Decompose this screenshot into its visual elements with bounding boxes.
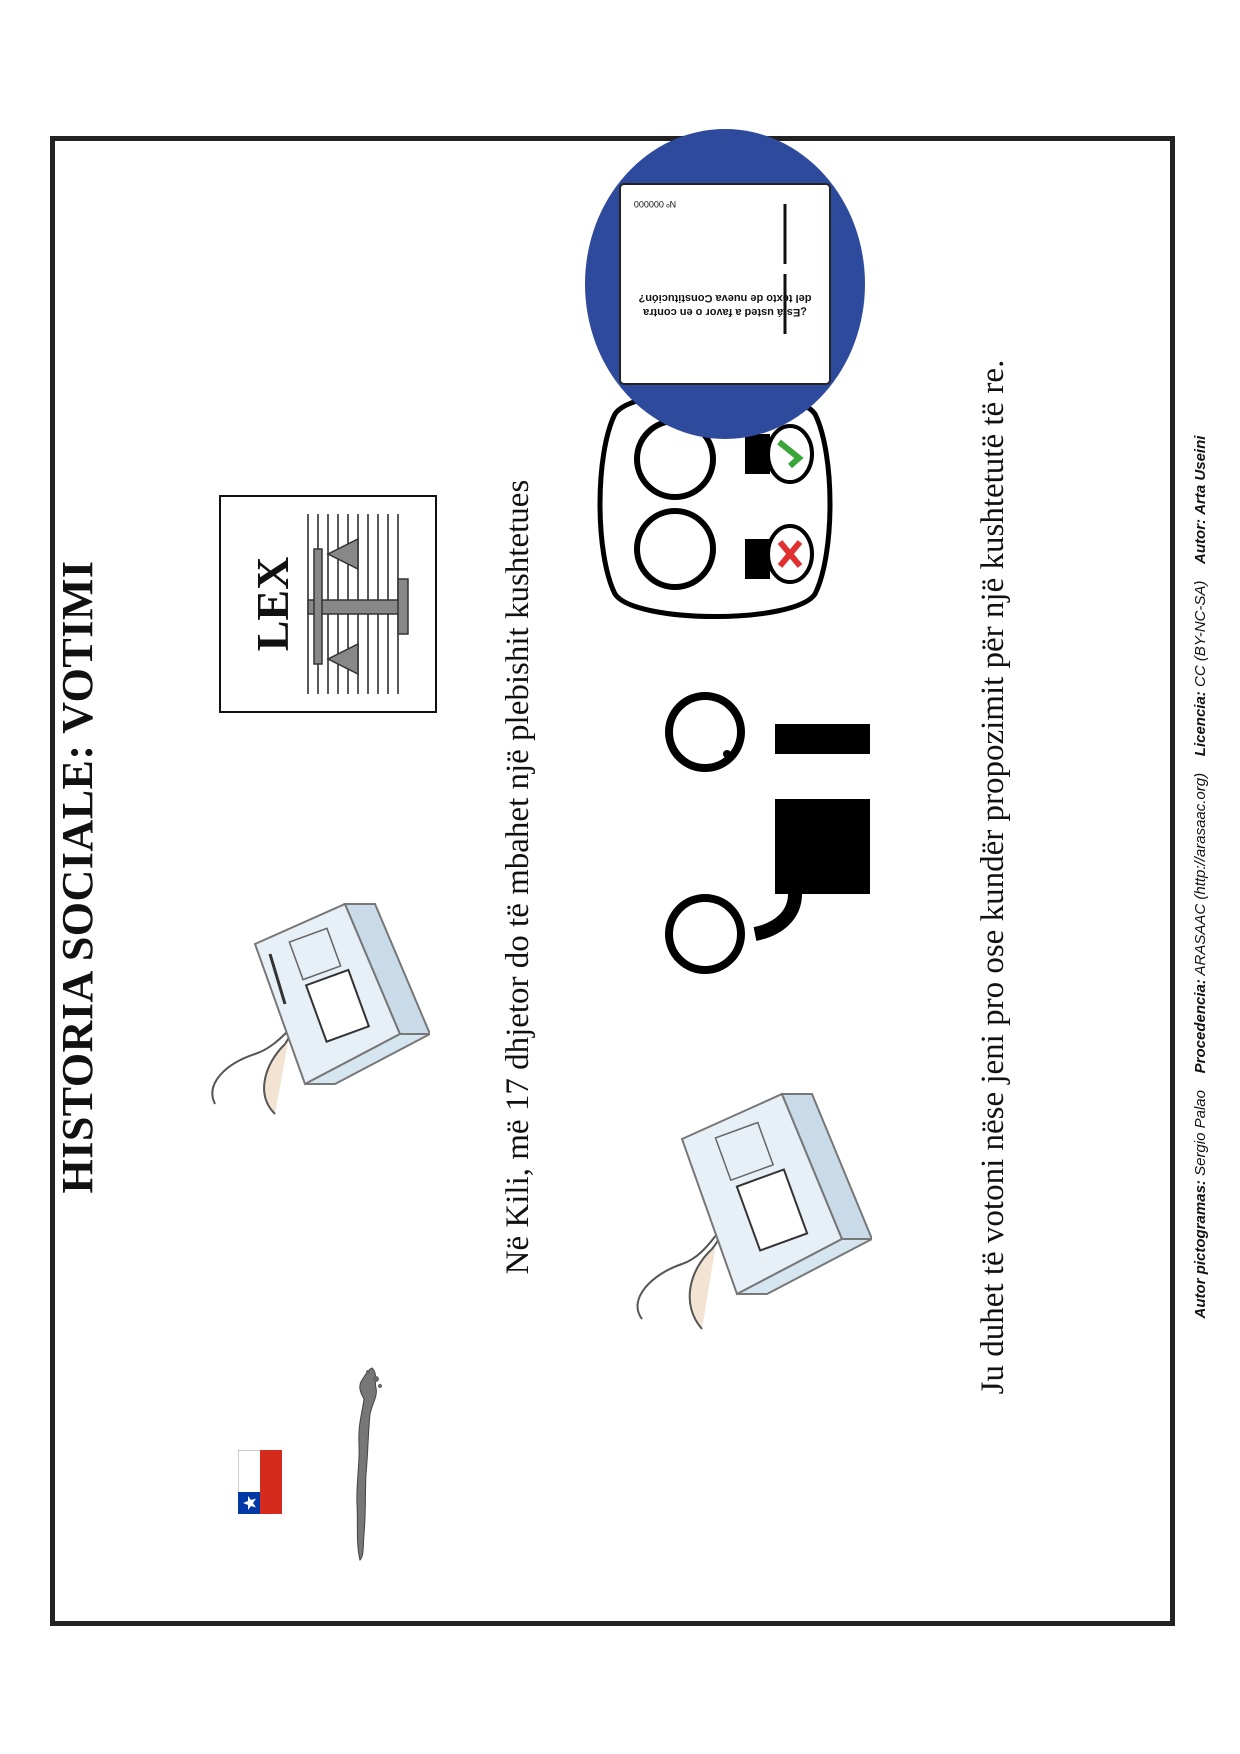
page-title: HISTORIA SOCIALE: VOTIMI: [53, 560, 102, 1194]
author-label: Autor pictogramas:: [1192, 1180, 1209, 1319]
ballot-number: Nº 000000: [634, 199, 676, 209]
two-people-talking-icon: [665, 692, 870, 974]
sentence-plebiscite: Në Kili, më 17 dhjetor do të mbahet një …: [500, 479, 536, 1275]
author-value: Sergio Palao: [1192, 1090, 1209, 1176]
license-value: CC (BY-NC-SA): [1192, 580, 1209, 688]
ballot-question-2: del texto de nueva Constitución?: [638, 292, 811, 304]
ballot-paper-icon: ¿Está usted a favor o en contra del text…: [585, 129, 865, 439]
source-value: ARASAAC (http://arasaac.org): [1192, 772, 1209, 976]
lex-law-icon: LEX: [219, 495, 437, 713]
ballot-box-icon: [211, 902, 430, 1115]
sentence-vote-instruction: Ju duhet të votoni nëse jeni pro ose kun…: [975, 359, 1011, 1395]
ballot-question-1: ¿Está usted a favor o en contra: [642, 306, 807, 318]
chile-map-icon: [356, 1367, 382, 1561]
ballot-box-icon-2: [636, 1092, 872, 1330]
chile-flag-icon: [238, 1450, 282, 1514]
license-label: Licencia:: [1192, 691, 1209, 757]
source-label: Procedencia:: [1192, 979, 1209, 1074]
credits-footer: Autor pictogramas: Sergio Palao Proceden…: [1192, 0, 1209, 1754]
adapter-label: Autor:: [1192, 518, 1209, 564]
lex-label: LEX: [247, 557, 298, 652]
adapter-value: Arta Useini: [1192, 435, 1209, 515]
